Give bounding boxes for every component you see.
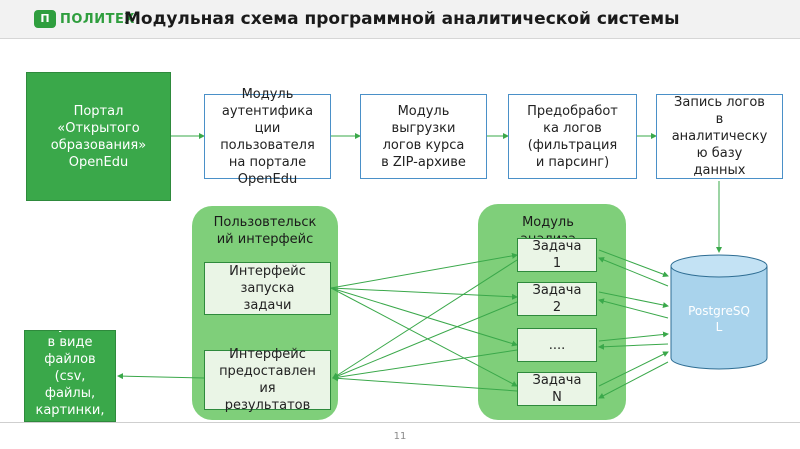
result-files-box: Результат в виде файлов (csv, файлы, кар… bbox=[24, 330, 116, 422]
result-files-label: Результат в виде файлов (csv, файлы, кар… bbox=[35, 331, 105, 418]
slide-header: П ПОЛИТЕХ Модульная схема программной ан… bbox=[0, 0, 800, 39]
arrow-task-more-to-db bbox=[598, 331, 669, 342]
arrow-launch-to-taskN bbox=[330, 287, 518, 387]
arrow-launch-to-task-more bbox=[330, 287, 518, 347]
footer-divider bbox=[0, 422, 800, 423]
arrow-db-to-task1 bbox=[598, 257, 669, 287]
task-n-box: Задача N bbox=[517, 372, 597, 406]
arrow-db-to-task2 bbox=[598, 298, 669, 319]
arrow-db-to-task-more bbox=[598, 343, 669, 350]
logo-text: ПОЛИТЕХ bbox=[60, 11, 135, 27]
task-launch-interface-box: Интерфейс запуска задачи bbox=[204, 262, 331, 315]
task-launch-interface-label: Интерфейс запуска задачи bbox=[229, 264, 306, 313]
arrow-task2-to-ui-results bbox=[332, 301, 518, 379]
arrow-taskN-to-ui-results bbox=[332, 375, 518, 392]
arrow-launch-to-task2 bbox=[330, 287, 518, 300]
task-n-label: Задача N bbox=[532, 373, 582, 405]
task-more-label: .... bbox=[548, 337, 566, 353]
auth-module-label: Модуль аутентифика ции пользователя на п… bbox=[220, 86, 315, 187]
results-interface-box: Интерфейс предоставлен ия результатов bbox=[204, 347, 331, 413]
write-logs-box: Запись логов в аналитическу ю базу данны… bbox=[656, 94, 783, 179]
postgresql-database-icon bbox=[670, 254, 768, 370]
task-1-label: Задача 1 bbox=[532, 239, 582, 271]
preprocess-module-label: Предобработ ка логов (фильтрация и парси… bbox=[527, 103, 618, 170]
polytech-logo: П ПОЛИТЕХ bbox=[34, 9, 135, 29]
openedu-portal-box: Портал «Открытого образования» OpenEdu bbox=[26, 72, 171, 201]
arrow-ui-results-to-files bbox=[117, 373, 205, 380]
postgresql-database-label: PostgreSQ L bbox=[688, 304, 750, 334]
logo-icon: П bbox=[34, 10, 56, 28]
openedu-portal-label: Портал «Открытого образования» OpenEdu bbox=[50, 103, 147, 170]
auth-module-box: Модуль аутентифика ции пользователя на п… bbox=[204, 87, 331, 187]
arrow-db-to-taskN bbox=[598, 361, 669, 399]
results-interface-label: Интерфейс предоставлен ия результатов bbox=[219, 347, 316, 413]
arrow-task1-to-db bbox=[598, 249, 669, 278]
task-2-label: Задача 2 bbox=[532, 283, 582, 315]
arrow-task-more-to-ui-results bbox=[332, 349, 518, 381]
page-number: 11 bbox=[393, 431, 407, 442]
write-logs-label: Запись логов в аналитическу ю базу данны… bbox=[671, 95, 768, 178]
task-1-box: Задача 1 bbox=[517, 238, 597, 272]
export-module-box: Модуль выгрузки логов курса в ZIP-архиве bbox=[360, 94, 487, 179]
arrow-task1-to-ui-results bbox=[332, 259, 518, 379]
arrow-taskN-to-db bbox=[598, 351, 669, 387]
task-more-box: .... bbox=[517, 328, 597, 362]
slide-title: Модульная схема программной аналитическо… bbox=[124, 9, 680, 29]
export-module-label: Модуль выгрузки логов курса в ZIP-архиве bbox=[381, 103, 466, 170]
arrow-task2-to-db bbox=[598, 291, 669, 308]
preprocess-module-box: Предобработ ка логов (фильтрация и парси… bbox=[508, 94, 637, 179]
task-2-box: Задача 2 bbox=[517, 282, 597, 316]
arrow-launch-to-task1 bbox=[330, 252, 518, 289]
user-interface-group-label: Пользовтельск ий интерфейс bbox=[213, 215, 317, 247]
